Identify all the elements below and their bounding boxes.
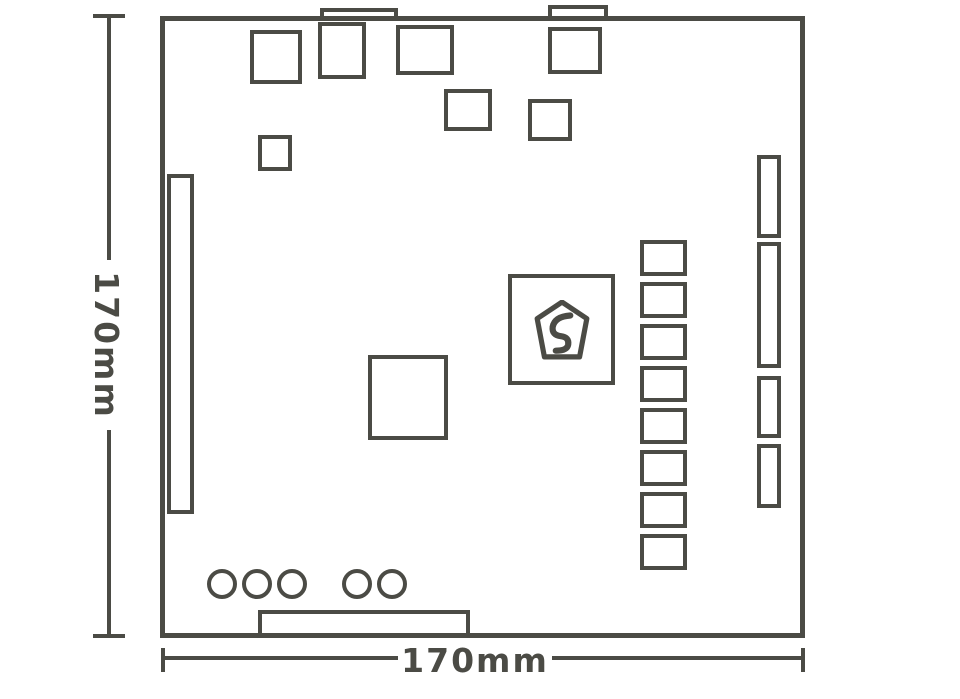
mounting-hole-5 xyxy=(377,569,407,599)
component-square-column-2 xyxy=(640,282,687,318)
component-square-small xyxy=(258,135,292,171)
top-edge-connector-tab-1 xyxy=(320,8,398,21)
component-square-top-3 xyxy=(396,25,454,75)
board-outline xyxy=(160,16,805,638)
top-edge-connector-tab-2 xyxy=(548,5,608,21)
right-edge-connector-1 xyxy=(757,155,781,238)
component-square-mid-1 xyxy=(444,89,492,131)
component-square-column-8 xyxy=(640,534,687,570)
bottom-edge-connector-tab xyxy=(258,610,470,638)
soc-chip-outline xyxy=(508,274,615,385)
chip-logo-icon xyxy=(534,299,589,359)
component-square-column-6 xyxy=(640,450,687,486)
right-edge-connector-4 xyxy=(757,444,781,508)
dimension-tick-right xyxy=(801,648,805,672)
mounting-hole-2 xyxy=(242,569,272,599)
mounting-hole-3 xyxy=(277,569,307,599)
component-square-top-1 xyxy=(250,30,302,84)
component-square-top-4 xyxy=(548,27,602,74)
component-square-mid-2 xyxy=(528,99,572,141)
mounting-hole-4 xyxy=(342,569,372,599)
component-square-column-5 xyxy=(640,408,687,444)
horizontal-dimension-line-left xyxy=(163,656,398,660)
component-square-center xyxy=(368,355,448,440)
vertical-dimension-line-upper xyxy=(107,16,111,260)
component-square-column-7 xyxy=(640,492,687,528)
component-square-column-4 xyxy=(640,366,687,402)
left-edge-connector xyxy=(167,174,194,514)
component-square-column-3 xyxy=(640,324,687,360)
mounting-hole-1 xyxy=(207,569,237,599)
horizontal-dimension-line-right xyxy=(552,656,805,660)
dimension-tick-left xyxy=(161,648,165,672)
component-square-column-1 xyxy=(640,240,687,276)
right-edge-connector-3 xyxy=(757,376,781,438)
vertical-dimension-line-lower xyxy=(107,430,111,638)
horizontal-dimension-label: 170mm xyxy=(401,640,549,680)
right-edge-connector-2 xyxy=(757,242,781,368)
component-square-top-2 xyxy=(318,22,366,79)
vertical-dimension-label: 170mm xyxy=(87,271,127,419)
